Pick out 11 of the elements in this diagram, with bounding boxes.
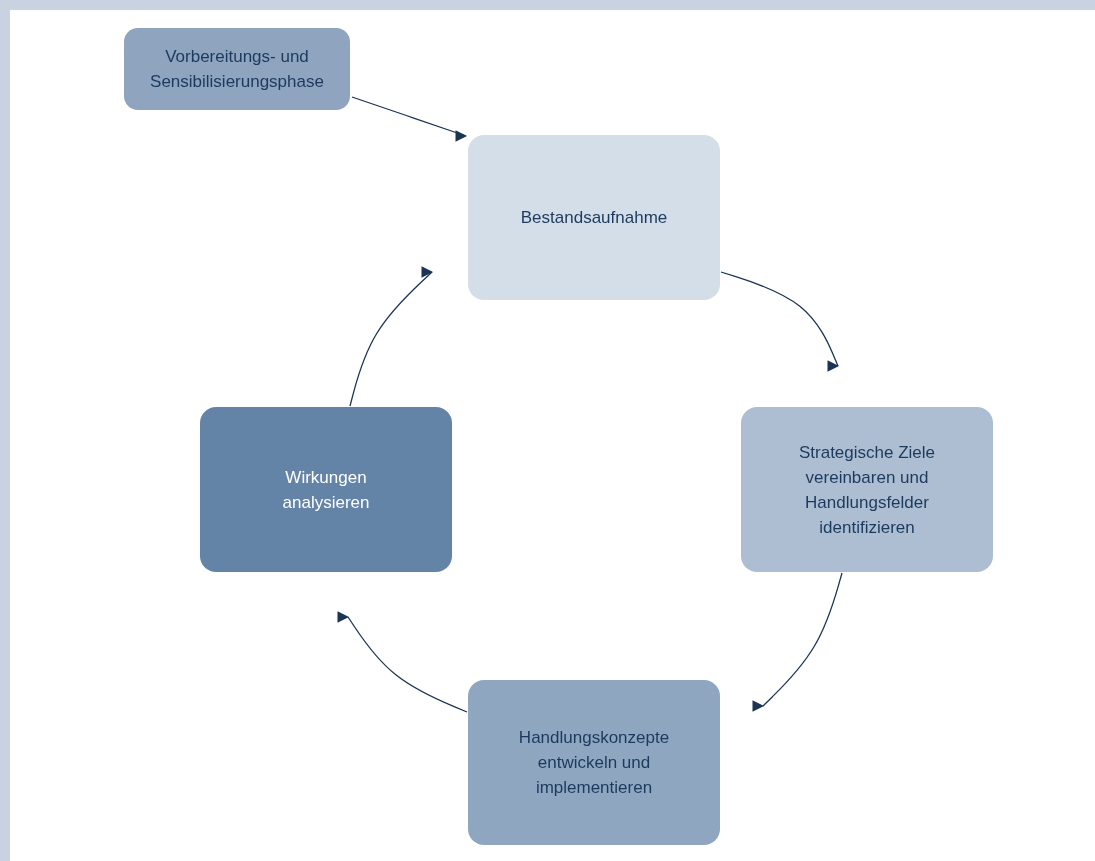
process-box xyxy=(200,407,452,572)
box-label: Bestandsaufnahme xyxy=(520,207,668,229)
process-box xyxy=(741,407,993,572)
box-label: Wirkungen analysieren xyxy=(281,466,371,514)
process-box xyxy=(468,135,720,300)
box-label: Handlungskonzepte entwickeln und implementieren xyxy=(517,727,671,799)
process-box xyxy=(124,28,350,110)
process-box xyxy=(468,680,720,845)
box-label: Strategische Ziele vereinbaren und Handlungsfelder identifizieren xyxy=(797,441,937,539)
box-label: Vorbereitungs- und Sensibilisierungsphase xyxy=(149,46,325,93)
arrow xyxy=(351,96,468,139)
